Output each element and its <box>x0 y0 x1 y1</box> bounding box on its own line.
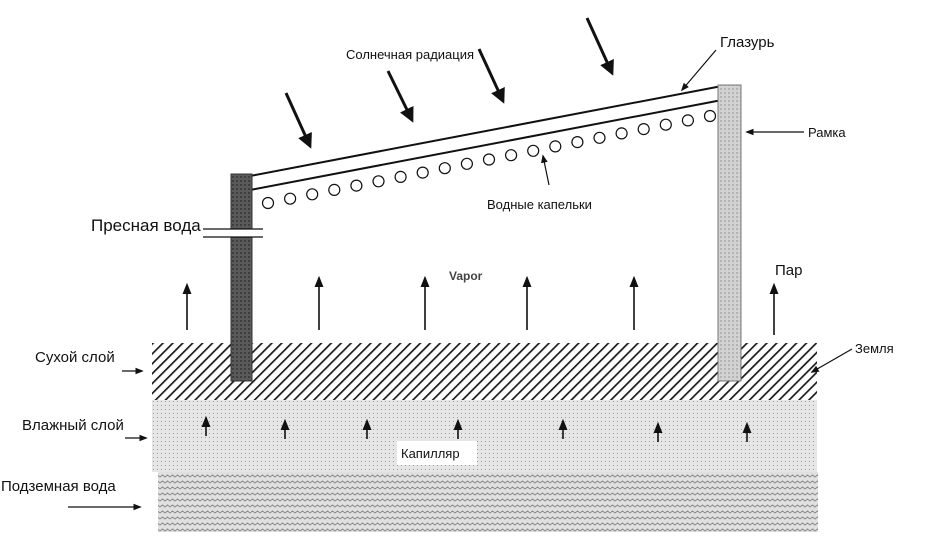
solar-arrow-4 <box>585 17 614 76</box>
glazing-callout-arrow <box>680 49 717 92</box>
water-droplet <box>681 114 695 127</box>
glazing-bottom-line <box>249 99 723 191</box>
solar-arrow-3 <box>477 48 505 104</box>
water-droplet <box>637 123 650 136</box>
label-wet-layer: Влажный слой <box>22 417 124 434</box>
water-droplet <box>527 144 540 157</box>
water-droplet <box>284 192 297 205</box>
water-droplet <box>350 179 363 192</box>
label-vapor-ru: Пар <box>775 262 802 279</box>
droplets-callout-arrow <box>541 154 550 186</box>
left-post <box>230 173 253 382</box>
water-droplet <box>659 118 672 131</box>
water-droplet <box>549 140 562 153</box>
capillary-arrows <box>201 415 752 442</box>
water-droplet <box>306 188 319 201</box>
fresh-water-pipe <box>203 228 263 238</box>
water-droplet <box>505 149 518 162</box>
label-ground: Земля <box>855 341 894 356</box>
water-droplet <box>615 127 628 140</box>
water-droplet <box>416 166 429 179</box>
water-droplet <box>438 162 451 175</box>
water-droplet <box>394 170 407 183</box>
glazing-top-line <box>249 85 723 177</box>
water-droplet <box>703 109 717 123</box>
label-solar-radiation: Солнечная радиация <box>346 47 474 62</box>
wet-layer <box>152 400 817 472</box>
dry-layer <box>152 343 817 400</box>
label-vapor-en: Vapor <box>449 269 483 283</box>
label-glazing: Глазурь <box>720 34 775 51</box>
vapor-arrows <box>182 275 779 335</box>
label-water-droplets: Водные капельки <box>487 197 592 212</box>
water-droplet <box>571 136 584 149</box>
right-post <box>717 84 742 382</box>
label-groundwater: Подземная вода <box>1 478 116 495</box>
water-droplet <box>372 175 385 188</box>
water-droplet <box>261 196 275 210</box>
water-droplet <box>328 183 341 196</box>
ground-callout-arrow <box>810 348 853 373</box>
capillary-label-bg <box>397 441 477 465</box>
label-capillary: Капилляр <box>401 446 460 461</box>
callout-arrows <box>68 49 853 511</box>
solar-arrow-2 <box>386 70 414 123</box>
water-droplet <box>482 153 496 166</box>
label-fresh-water: Пресная вода <box>91 216 201 235</box>
water-droplets-group <box>261 109 717 210</box>
label-dry-layer: Сухой слой <box>35 349 115 366</box>
solar-radiation-arrows <box>284 17 614 149</box>
water-droplet <box>460 157 473 170</box>
groundwater-layer <box>158 472 818 532</box>
label-frame: Рамка <box>808 125 846 140</box>
solar-arrow-1 <box>284 92 312 149</box>
water-droplet <box>593 131 606 144</box>
